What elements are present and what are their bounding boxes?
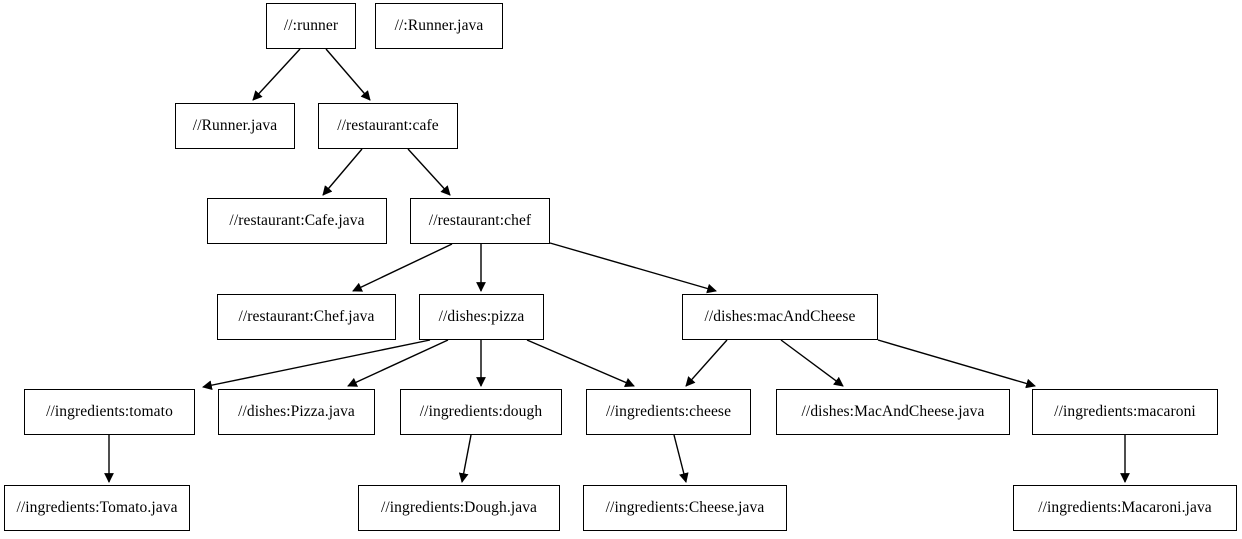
graph-node-ingredients-cheese-java[interactable]: //ingredients:Cheese.java [583,485,787,531]
edge-dishes-macandcheese-to-dishes-macandcheese-java [780,339,844,387]
graph-node-ingredients-dough-java[interactable]: //ingredients:Dough.java [358,485,560,531]
graph-node-label: //ingredients:Dough.java [380,499,538,517]
graph-node-label: //restaurant:Cafe.java [229,212,365,230]
graph-node-dishes-pizza-java[interactable]: //dishes:Pizza.java [218,389,375,435]
graph-node-label: //restaurant:chef [428,212,532,230]
graph-node-label: //ingredients:macaroni [1054,403,1196,421]
graph-node-restaurant-cafe-java[interactable]: //restaurant:Cafe.java [207,198,387,244]
graph-node-dishes-macandcheese[interactable]: //dishes:macAndCheese [682,294,878,340]
graph-node-ingredients-tomato[interactable]: //ingredients:tomato [24,389,195,435]
edge-runner-to-restaurant-cafe [325,48,371,101]
graph-node-label: //restaurant:Chef.java [238,308,375,326]
edge-restaurant-cafe-to-restaurant-chef [407,148,451,196]
edge-ingredients-cheese-to-ingredients-cheese-java [673,434,689,483]
graph-node-label: //:runner [283,17,339,35]
edge-restaurant-cafe-to-restaurant-cafe-java [322,148,363,196]
graph-node-dishes-macandcheese-java[interactable]: //dishes:MacAndCheese.java [776,389,1010,435]
edge-restaurant-chef-to-restaurant-chef-java [352,243,453,292]
graph-node-label: //ingredients:Cheese.java [605,499,765,517]
graph-node-ingredients-macaroni[interactable]: //ingredients:macaroni [1032,389,1218,435]
graph-node-label: //dishes:Pizza.java [238,403,355,421]
graph-node-label: //restaurant:cafe [337,117,439,135]
graph-node-ingredients-dough[interactable]: //ingredients:dough [400,389,562,435]
graph-node-label: //:Runner.java [394,17,484,35]
graph-node-label: //ingredients:dough [419,403,543,421]
graph-node-label: //Runner.java [192,117,278,135]
graph-node-label: //dishes:macAndCheese [704,308,856,326]
edge-dishes-macandcheese-to-ingredients-cheese [685,339,728,387]
graph-node-label: //ingredients:tomato [46,403,173,421]
graph-node-ingredients-tomato-java[interactable]: //ingredients:Tomato.java [4,485,190,531]
graph-node-ingredients-cheese[interactable]: //ingredients:cheese [586,389,751,435]
graph-node-restaurant-chef[interactable]: //restaurant:chef [410,198,550,244]
graph-node-label: //dishes:MacAndCheese.java [801,403,985,421]
edge-dishes-pizza-to-ingredients-cheese [526,339,635,388]
graph-node-runner-java[interactable]: //Runner.java [175,103,295,149]
graph-node-dishes-pizza[interactable]: //dishes:pizza [419,294,544,340]
graph-node-root-runner-java[interactable]: //:Runner.java [375,3,503,49]
edge-dishes-pizza-to-ingredients-tomato [202,339,431,391]
graph-node-label: //ingredients:cheese [605,403,732,421]
graph-node-restaurant-cafe[interactable]: //restaurant:cafe [318,103,458,149]
graph-node-runner[interactable]: //:runner [266,3,356,49]
edge-runner-to-runner-java [252,48,301,101]
graph-node-label: //ingredients:Tomato.java [16,499,178,517]
edge-dishes-macandcheese-to-ingredients-macaroni [877,339,1036,389]
graph-node-ingredients-macaroni-java[interactable]: //ingredients:Macaroni.java [1013,485,1237,531]
graph-node-restaurant-chef-java[interactable]: //restaurant:Chef.java [217,294,396,340]
graph-node-label: //ingredients:Macaroni.java [1038,499,1212,517]
edge-ingredients-dough-to-ingredients-dough-java [458,434,472,483]
graph-node-label: //dishes:pizza [438,308,525,326]
edge-restaurant-chef-to-dishes-macandcheese [549,242,717,294]
edge-dishes-pizza-to-dishes-pizza-java [347,339,449,387]
